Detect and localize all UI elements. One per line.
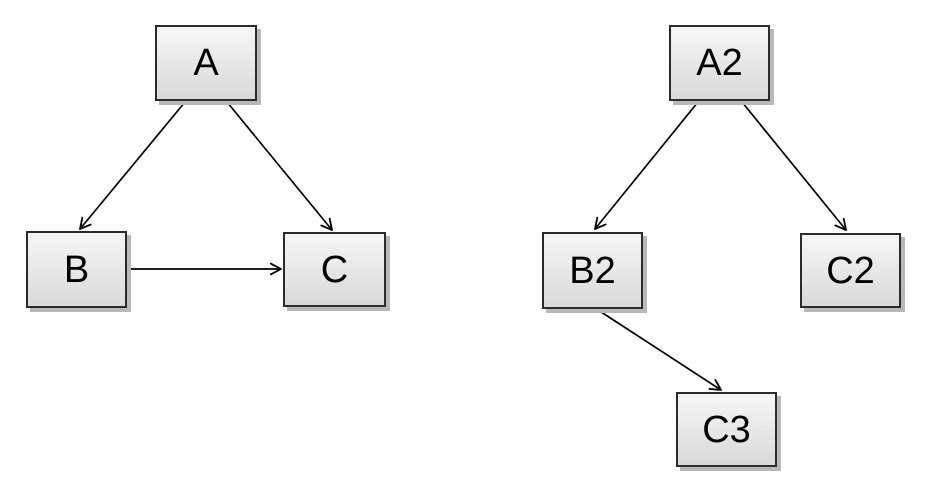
node-C2: C2 bbox=[800, 233, 901, 308]
node-label: C bbox=[320, 248, 349, 291]
node-B2: B2 bbox=[542, 232, 643, 309]
edge-A-C bbox=[226, 101, 333, 231]
edge-B2-C3 bbox=[594, 307, 722, 391]
node-C: C bbox=[283, 232, 386, 307]
node-A2: A2 bbox=[669, 25, 770, 101]
node-label: B2 bbox=[569, 249, 616, 292]
node-label: A bbox=[193, 42, 219, 84]
node-label: C3 bbox=[702, 408, 751, 451]
node-A: A bbox=[155, 25, 257, 101]
node-C3: C3 bbox=[676, 392, 777, 467]
edge-A-B bbox=[79, 101, 186, 230]
node-label: C2 bbox=[826, 249, 875, 292]
edge-A2-B2 bbox=[594, 101, 699, 230]
node-label: B bbox=[63, 248, 90, 291]
edge-A2-C2 bbox=[741, 101, 847, 231]
node-B: B bbox=[26, 231, 127, 308]
node-label: A2 bbox=[696, 42, 743, 84]
